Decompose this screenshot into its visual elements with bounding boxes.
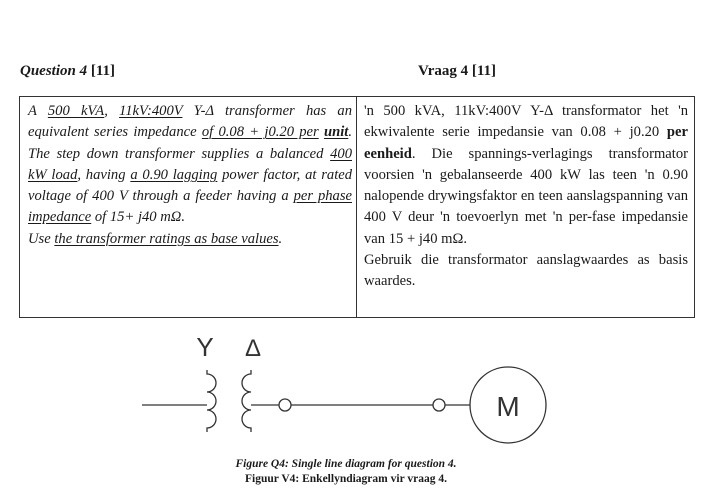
text-run: Y-Δ transformer has an equivalent series… [28,103,353,141]
bold-text: per eenheid [364,124,688,162]
underlined-text: the transformer ratings as base values [54,230,279,247]
bus-node-2 [432,398,446,412]
text-run: . [278,230,283,247]
text-run: . The step down transformer supplies a b… [28,124,352,162]
question-paragraph-af-1: 'n 500 kVA, 11kV:400V Y-Δ transformator … [364,101,688,250]
bus-node-1 [278,398,292,412]
wye-symbol: Y [196,332,213,362]
underlined-text: of 0.08 + j0.20 per [201,124,319,141]
question-paragraph-en-2: Use the transformer ratings as base valu… [28,229,352,250]
underlined-text: a 0.90 lagging [130,166,218,183]
question-heading-en: Question 4 [11] [20,63,115,80]
underlined-bold-text: unit [324,124,349,141]
underlined-text: 11kV:400V [119,103,183,119]
question-text-af: 'n 500 kVA, 11kV:400V Y-Δ transformator … [364,101,688,293]
text-run: 'n 500 kVA, 11kV:400V Y-Δ transformator … [364,103,688,141]
question-text-en: A 500 kVA, 11kV:400V Y-Δ transformer has… [28,101,352,250]
motor-circle [469,366,547,444]
primary-winding [206,370,217,432]
underlined-text: 500 kVA [47,103,105,119]
text-run: , [104,103,120,119]
question-label-en: Question 4 [20,63,88,79]
text-run: Use [28,230,55,247]
single-line-diagram: Y Δ M [142,332,547,444]
question-marks-af: [11] [471,63,497,79]
secondary-winding [241,370,252,432]
question-table: A 500 kVA, 11kV:400V Y-Δ transformer has… [19,96,695,318]
figure-caption-en: Figure Q4: Single line diagram for quest… [235,458,457,470]
text-run: , having [77,166,131,183]
column-divider [356,97,357,317]
text-run: power factor, at rated voltage of 400 V … [28,166,353,205]
question-marks-en: [11] [90,63,116,79]
underlined-text: 400 kW load [28,145,352,183]
question-paragraph-en-1: A 500 kVA, 11kV:400V Y-Δ transformer has… [28,101,352,229]
text-run: of 15+ j40 mΩ. [91,209,185,226]
figure-caption-af: Figuur V4: Enkellyndiagram vir vraag 4. [245,473,447,485]
question-label-af: Vraag 4 [418,63,469,79]
question-heading-af: Vraag 4 [11] [418,63,496,80]
text-run: . Die spannings-verlagings transformator… [364,145,688,247]
motor-label: M [496,391,519,422]
text-run: A [28,103,48,119]
delta-symbol: Δ [245,335,261,362]
underlined-text: per phase impedance [28,188,352,226]
question-paragraph-af-2: Gebruik die transformator aanslagwaardes… [364,252,688,290]
